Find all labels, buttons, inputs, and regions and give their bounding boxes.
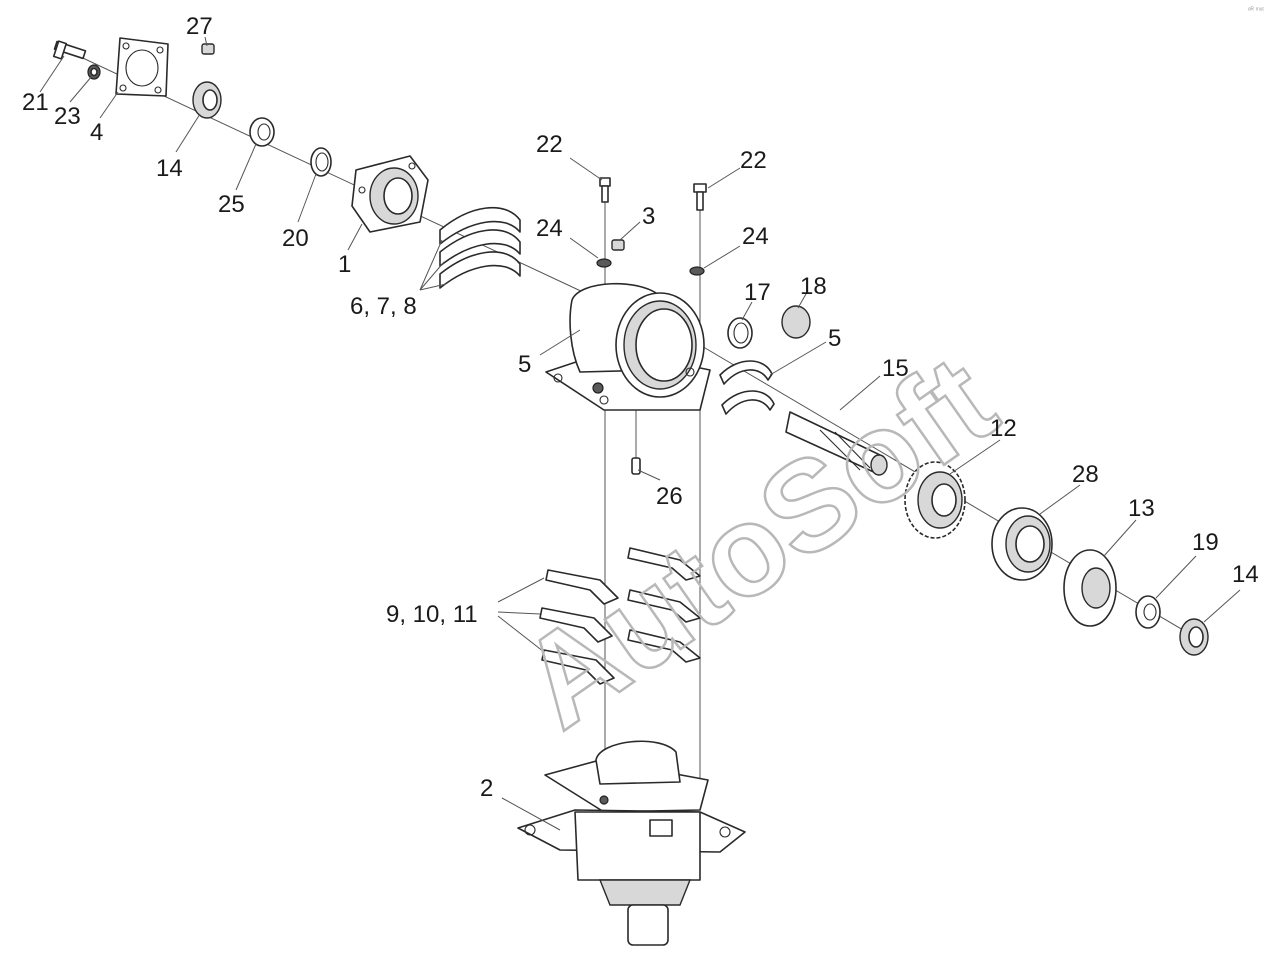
nut-14-right <box>1179 618 1209 656</box>
label-12: 12 <box>990 415 1017 442</box>
dowel-26 <box>631 457 641 475</box>
cover-plate-4 <box>115 37 169 97</box>
corner-mark: ᵉᴿ ᵐᵘᵗ <box>1248 7 1264 14</box>
lock-washer-25 <box>249 117 275 147</box>
label-17: 17 <box>744 279 771 306</box>
label-21: 21 <box>22 89 49 116</box>
washer-24-right <box>689 266 705 276</box>
label-1: 1 <box>338 251 351 278</box>
shims-5-right <box>719 360 775 415</box>
label-23: 23 <box>54 103 81 130</box>
shims-9-10-11 <box>539 547 701 685</box>
bolt-22-right <box>693 183 707 211</box>
label-14-right: 14 <box>1232 561 1259 588</box>
label-22-right: 22 <box>740 147 767 174</box>
label-22-left: 22 <box>536 131 563 158</box>
label-19: 19 <box>1192 529 1219 556</box>
label-5-left: 5 <box>518 351 531 378</box>
pinion-shaft-15 <box>785 411 888 476</box>
oring-20 <box>310 147 332 177</box>
label-6-7-8: 6, 7, 8 <box>350 293 417 320</box>
housing-5 <box>545 282 711 411</box>
shims-6-7-8 <box>439 206 521 289</box>
label-5-right: 5 <box>828 325 841 352</box>
gear-12 <box>904 461 966 539</box>
label-28: 28 <box>1072 461 1099 488</box>
washer-24-left <box>596 258 612 268</box>
plug-3 <box>611 239 625 251</box>
flange-13 <box>1063 549 1117 627</box>
bolt-22-left <box>599 177 611 203</box>
oring-17 <box>727 317 753 349</box>
label-13: 13 <box>1128 495 1155 522</box>
nut-14-top <box>192 81 222 119</box>
washer-19 <box>1135 595 1161 629</box>
bearing-housing-1 <box>351 155 429 233</box>
label-20: 20 <box>282 225 309 252</box>
plug-18 <box>781 305 811 339</box>
lower-housing-2 <box>517 740 746 946</box>
label-9-10-11: 9, 10, 11 <box>386 601 478 628</box>
label-27: 27 <box>186 13 213 40</box>
label-3: 3 <box>642 203 655 230</box>
label-25: 25 <box>218 191 245 218</box>
breather-27 <box>201 43 215 55</box>
label-24-left: 24 <box>536 215 563 242</box>
label-leaders <box>39 36 1241 831</box>
label-15: 15 <box>882 355 909 382</box>
label-14-top: 14 <box>156 155 183 182</box>
bearing-28 <box>991 507 1053 581</box>
label-18: 18 <box>800 273 827 300</box>
label-24-right: 24 <box>742 223 769 250</box>
washer-23 <box>87 64 101 80</box>
bolt-21 <box>52 40 87 60</box>
label-2: 2 <box>480 775 493 802</box>
label-26: 26 <box>656 483 683 510</box>
label-4: 4 <box>90 119 103 146</box>
